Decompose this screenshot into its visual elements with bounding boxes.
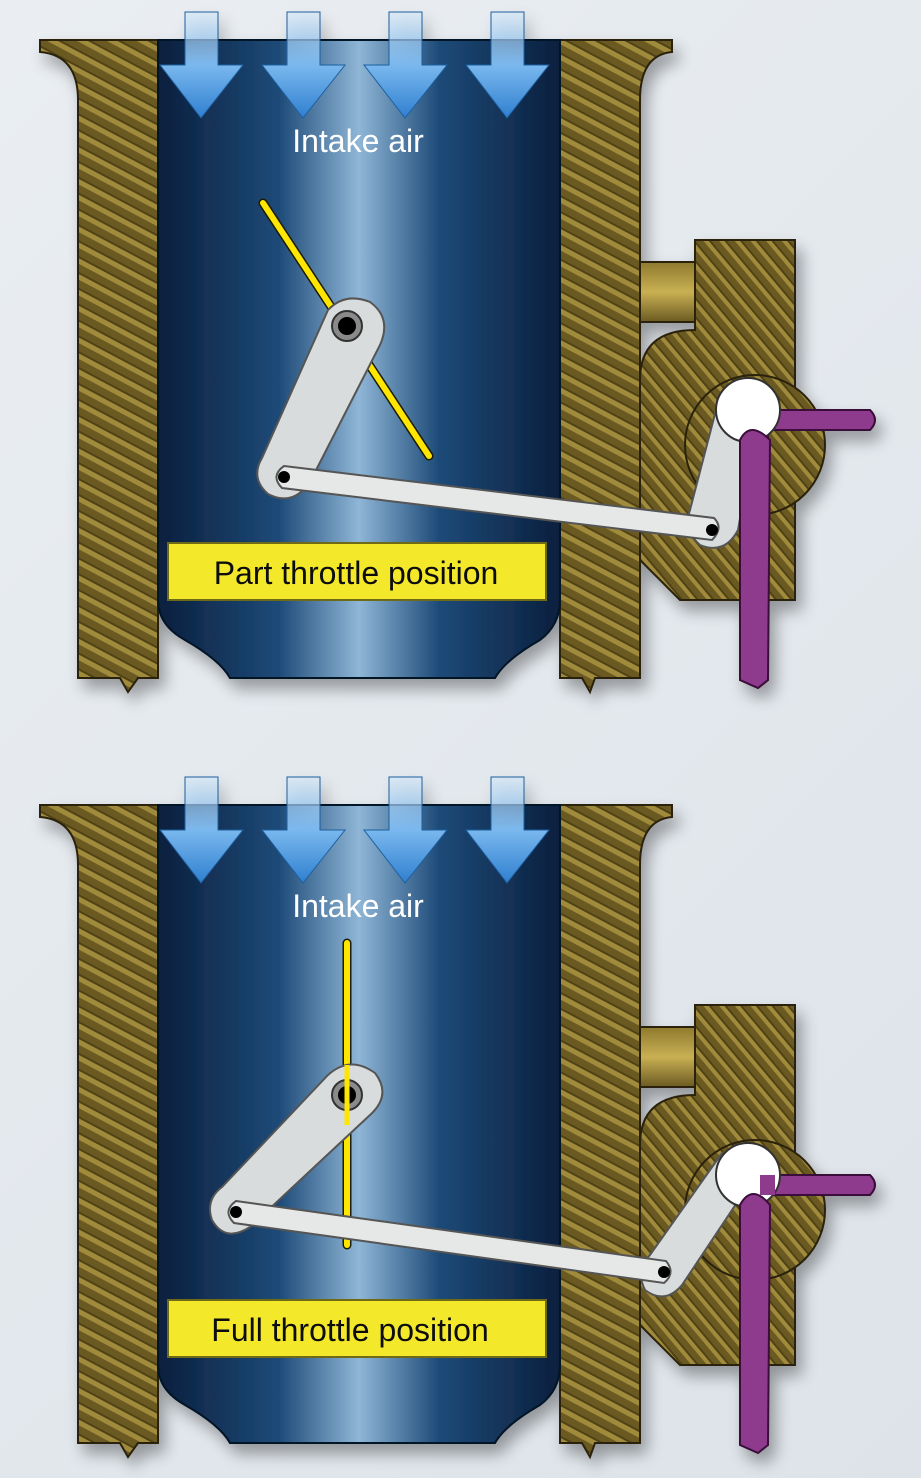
position-label: Part throttle position [214,555,499,591]
connecting-link [275,464,720,542]
panel-part-throttle: Intake air Part throttle position [39,11,876,693]
position-label: Full throttle position [211,1312,488,1348]
position-label-box [167,1299,547,1358]
intake-air-arrows [158,11,551,119]
position-label-box [167,542,547,601]
control-rod [767,1174,876,1196]
intake-air-arrows [158,776,551,884]
panel-full-throttle: Intake air Full throttle position [39,776,876,1458]
intake-air-label: Intake air [292,888,424,924]
connecting-link [227,1199,672,1285]
intake-air-label: Intake air [292,123,424,159]
